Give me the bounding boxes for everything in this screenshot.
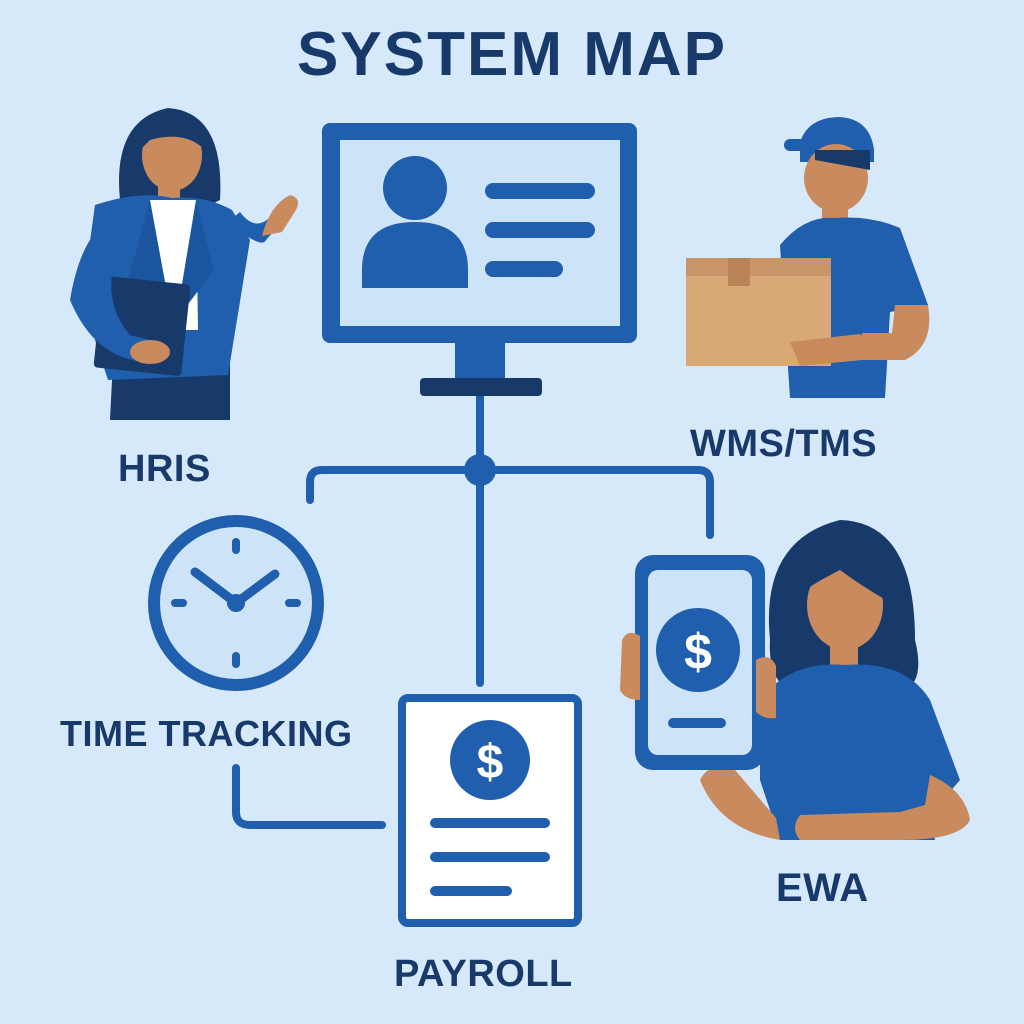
mobile-phone-dollar-icon: $ — [635, 555, 765, 770]
hris-label: HRIS — [118, 448, 211, 490]
hr-person-icon — [70, 108, 298, 420]
connector-hub-left — [306, 466, 484, 504]
monitor-profile-icon — [322, 123, 637, 396]
connector-time-to-payroll — [232, 764, 386, 829]
delivery-person-icon — [686, 117, 930, 398]
hub-node — [464, 454, 496, 486]
wms-tms-label: WMS/TMS — [690, 423, 878, 465]
svg-text:$: $ — [477, 736, 504, 789]
connector-lines — [232, 388, 714, 829]
payroll-label: PAYROLL — [394, 953, 573, 995]
clock-icon — [148, 515, 324, 691]
connector-hub-right — [476, 466, 714, 539]
payroll-document-icon: $ — [398, 694, 582, 927]
svg-text:$: $ — [684, 624, 712, 680]
ewa-label: EWA — [776, 866, 869, 910]
hand-holding-phone — [620, 632, 776, 719]
diagram-title: SYSTEM MAP — [297, 20, 727, 89]
woman-with-phone-icon — [700, 520, 970, 840]
time-tracking-label: TIME TRACKING — [60, 713, 353, 754]
